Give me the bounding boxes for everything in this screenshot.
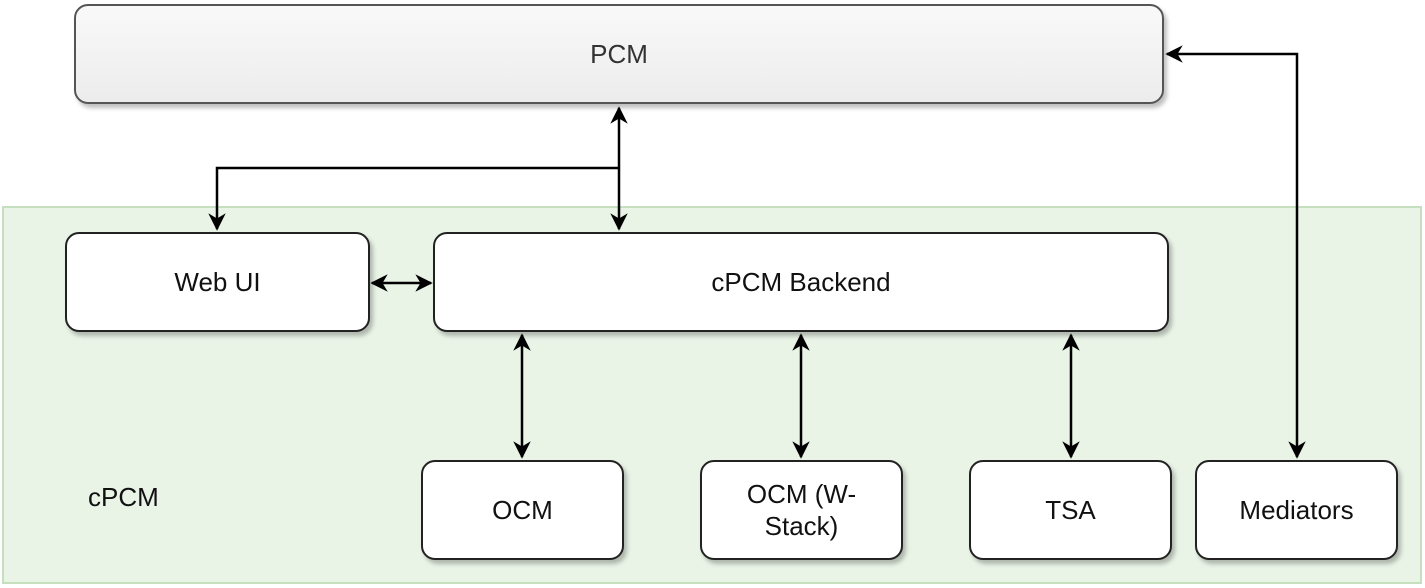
web-ui-node-label: Web UI <box>174 267 261 297</box>
ocm-node-label: OCM <box>492 495 553 525</box>
mediators-node[interactable]: Mediators <box>1195 460 1398 560</box>
ocm-node[interactable]: OCM <box>421 460 624 560</box>
cpcm-backend-node-label: cPCM Backend <box>711 267 891 297</box>
ocm-wstack-node-label: OCM (W- Stack) <box>746 479 857 541</box>
web-ui-node[interactable]: Web UI <box>65 232 370 332</box>
cpcm-backend-node[interactable]: cPCM Backend <box>433 232 1169 332</box>
tsa-node-label: TSA <box>1045 495 1096 525</box>
pcm-node[interactable]: PCM <box>74 4 1164 104</box>
mediators-node-label: Mediators <box>1239 495 1354 525</box>
pcm-node-label: PCM <box>590 39 648 69</box>
ocm-wstack-node[interactable]: OCM (W- Stack) <box>700 460 903 560</box>
cpcm-container-label: cPCM <box>88 482 159 512</box>
tsa-node[interactable]: TSA <box>969 460 1172 560</box>
